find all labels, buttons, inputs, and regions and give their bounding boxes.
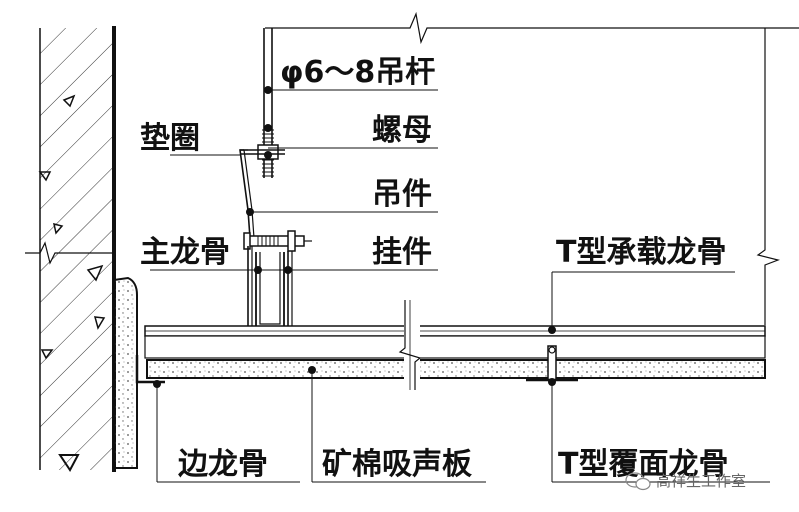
label-edge-keel: 边龙骨 — [178, 447, 268, 482]
top-break-line — [265, 11, 799, 45]
hanger-piece — [239, 149, 255, 239]
label-rod: φ6～8吊杆 — [280, 55, 435, 90]
label-main-keel: 主龙骨 — [140, 235, 230, 270]
label-t-load-keel: T型承载龙骨 — [556, 235, 726, 270]
mineral-board — [146, 359, 766, 379]
nut-and-washer — [240, 144, 285, 160]
leader-lines — [150, 89, 770, 483]
wall-plaster-layer — [113, 276, 138, 469]
t-load-keel — [144, 325, 766, 359]
watermark-text: 高祥生工作室 — [656, 472, 746, 490]
connector-bolt — [243, 230, 312, 252]
main-keel — [255, 252, 285, 329]
label-hanger: 吊件 — [372, 177, 432, 212]
label-hook: 挂件 — [372, 235, 432, 270]
label-nut: 螺母 — [372, 113, 432, 148]
label-mineral-board: 矿棉吸声板 — [322, 447, 472, 482]
watermark: 高祥生工作室 — [625, 472, 746, 491]
concrete-wall — [25, 26, 116, 472]
label-washer: 垫圈 — [140, 121, 200, 156]
right-break-line — [756, 28, 780, 325]
leader-dots — [153, 86, 556, 388]
mid-break-line — [398, 300, 422, 390]
